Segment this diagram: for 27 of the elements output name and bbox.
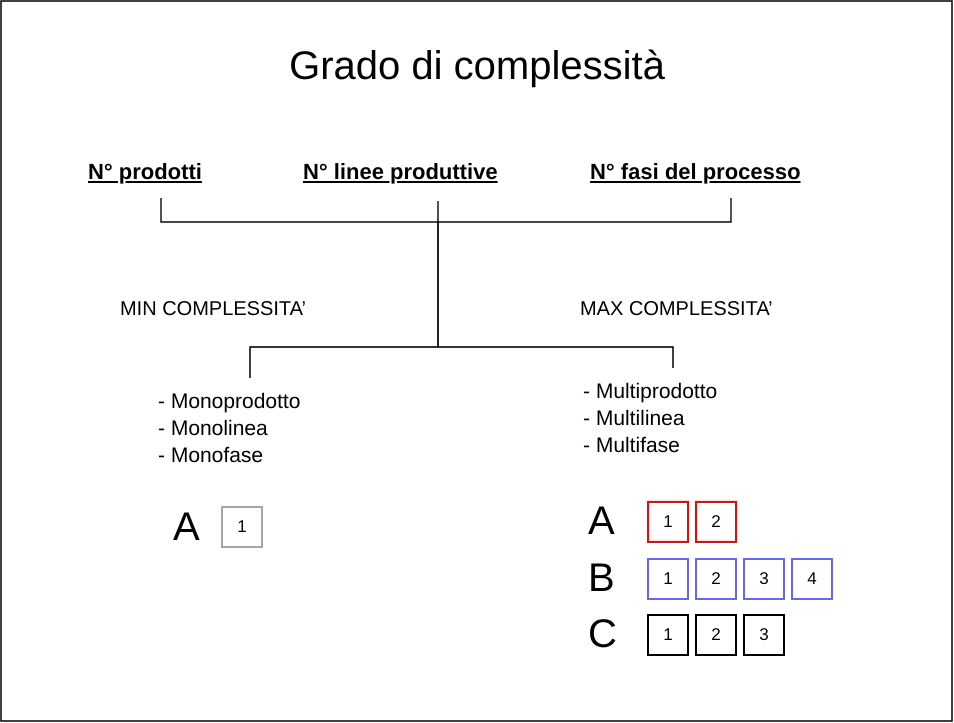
heading-text: N° fasi del processo xyxy=(590,159,848,185)
list-item: - Monoprodotto xyxy=(158,389,302,415)
title: Grado di complessità xyxy=(288,44,666,89)
list-item: - Multifase xyxy=(583,433,681,459)
numbered-square: 1 xyxy=(647,614,689,656)
heading-text: N° prodotti xyxy=(88,159,228,185)
numbered-square: 2 xyxy=(695,614,737,656)
numbered-square: 2 xyxy=(695,501,737,543)
list-item: - Monolinea xyxy=(158,416,269,442)
side-label: MAX COMPLESSITA’ xyxy=(580,297,773,321)
row-letter: A xyxy=(173,505,200,549)
row-letter: B xyxy=(588,556,615,600)
connector-line xyxy=(437,198,732,368)
numbered-square: 1 xyxy=(647,558,689,600)
numbered-square: 1 xyxy=(647,501,689,543)
numbered-square: 4 xyxy=(791,558,833,600)
list-item: - Monofase xyxy=(158,443,264,469)
numbered-square: 3 xyxy=(743,614,785,656)
list-item: - Multiprodotto xyxy=(583,379,718,405)
heading-text: N° linee produttive xyxy=(303,159,541,185)
numbered-square: 3 xyxy=(743,558,785,600)
side-label: MIN COMPLESSITA’ xyxy=(120,297,306,321)
numbered-square: 2 xyxy=(695,558,737,600)
numbered-square: 1 xyxy=(221,506,263,548)
row-letter: C xyxy=(588,612,617,656)
list-item: - Multilinea xyxy=(583,406,686,432)
row-letter: A xyxy=(588,499,615,543)
